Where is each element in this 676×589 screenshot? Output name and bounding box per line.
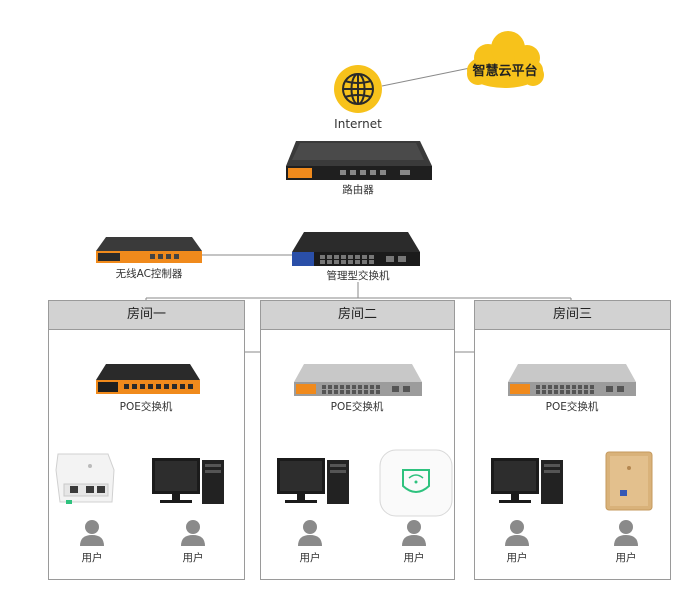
room-3 — [474, 300, 671, 580]
room-1-title: 房间一 — [48, 300, 245, 330]
ac-controller-label: 无线AC控制器 — [115, 268, 183, 280]
internet-label: Internet — [334, 117, 382, 131]
room-2 — [260, 300, 455, 580]
room-3-title: 房间三 — [474, 300, 671, 330]
user-label: 用户 — [506, 552, 528, 564]
user-label: 用户 — [81, 552, 103, 564]
cloud-label: 智慧云平台 — [472, 64, 538, 79]
room-2-poe-label: POE交换机 — [330, 401, 384, 413]
room-1 — [48, 300, 245, 580]
user-label: 用户 — [403, 552, 425, 564]
managed-switch-label: 管理型交换机 — [326, 270, 390, 282]
user-label: 用户 — [299, 552, 321, 564]
router-label: 路由器 — [342, 184, 374, 196]
room-3-poe-label: POE交换机 — [545, 401, 599, 413]
user-label: 用户 — [182, 552, 204, 564]
room-2-title: 房间二 — [260, 300, 455, 330]
user-label: 用户 — [615, 552, 637, 564]
room-1-poe-label: POE交换机 — [119, 401, 173, 413]
